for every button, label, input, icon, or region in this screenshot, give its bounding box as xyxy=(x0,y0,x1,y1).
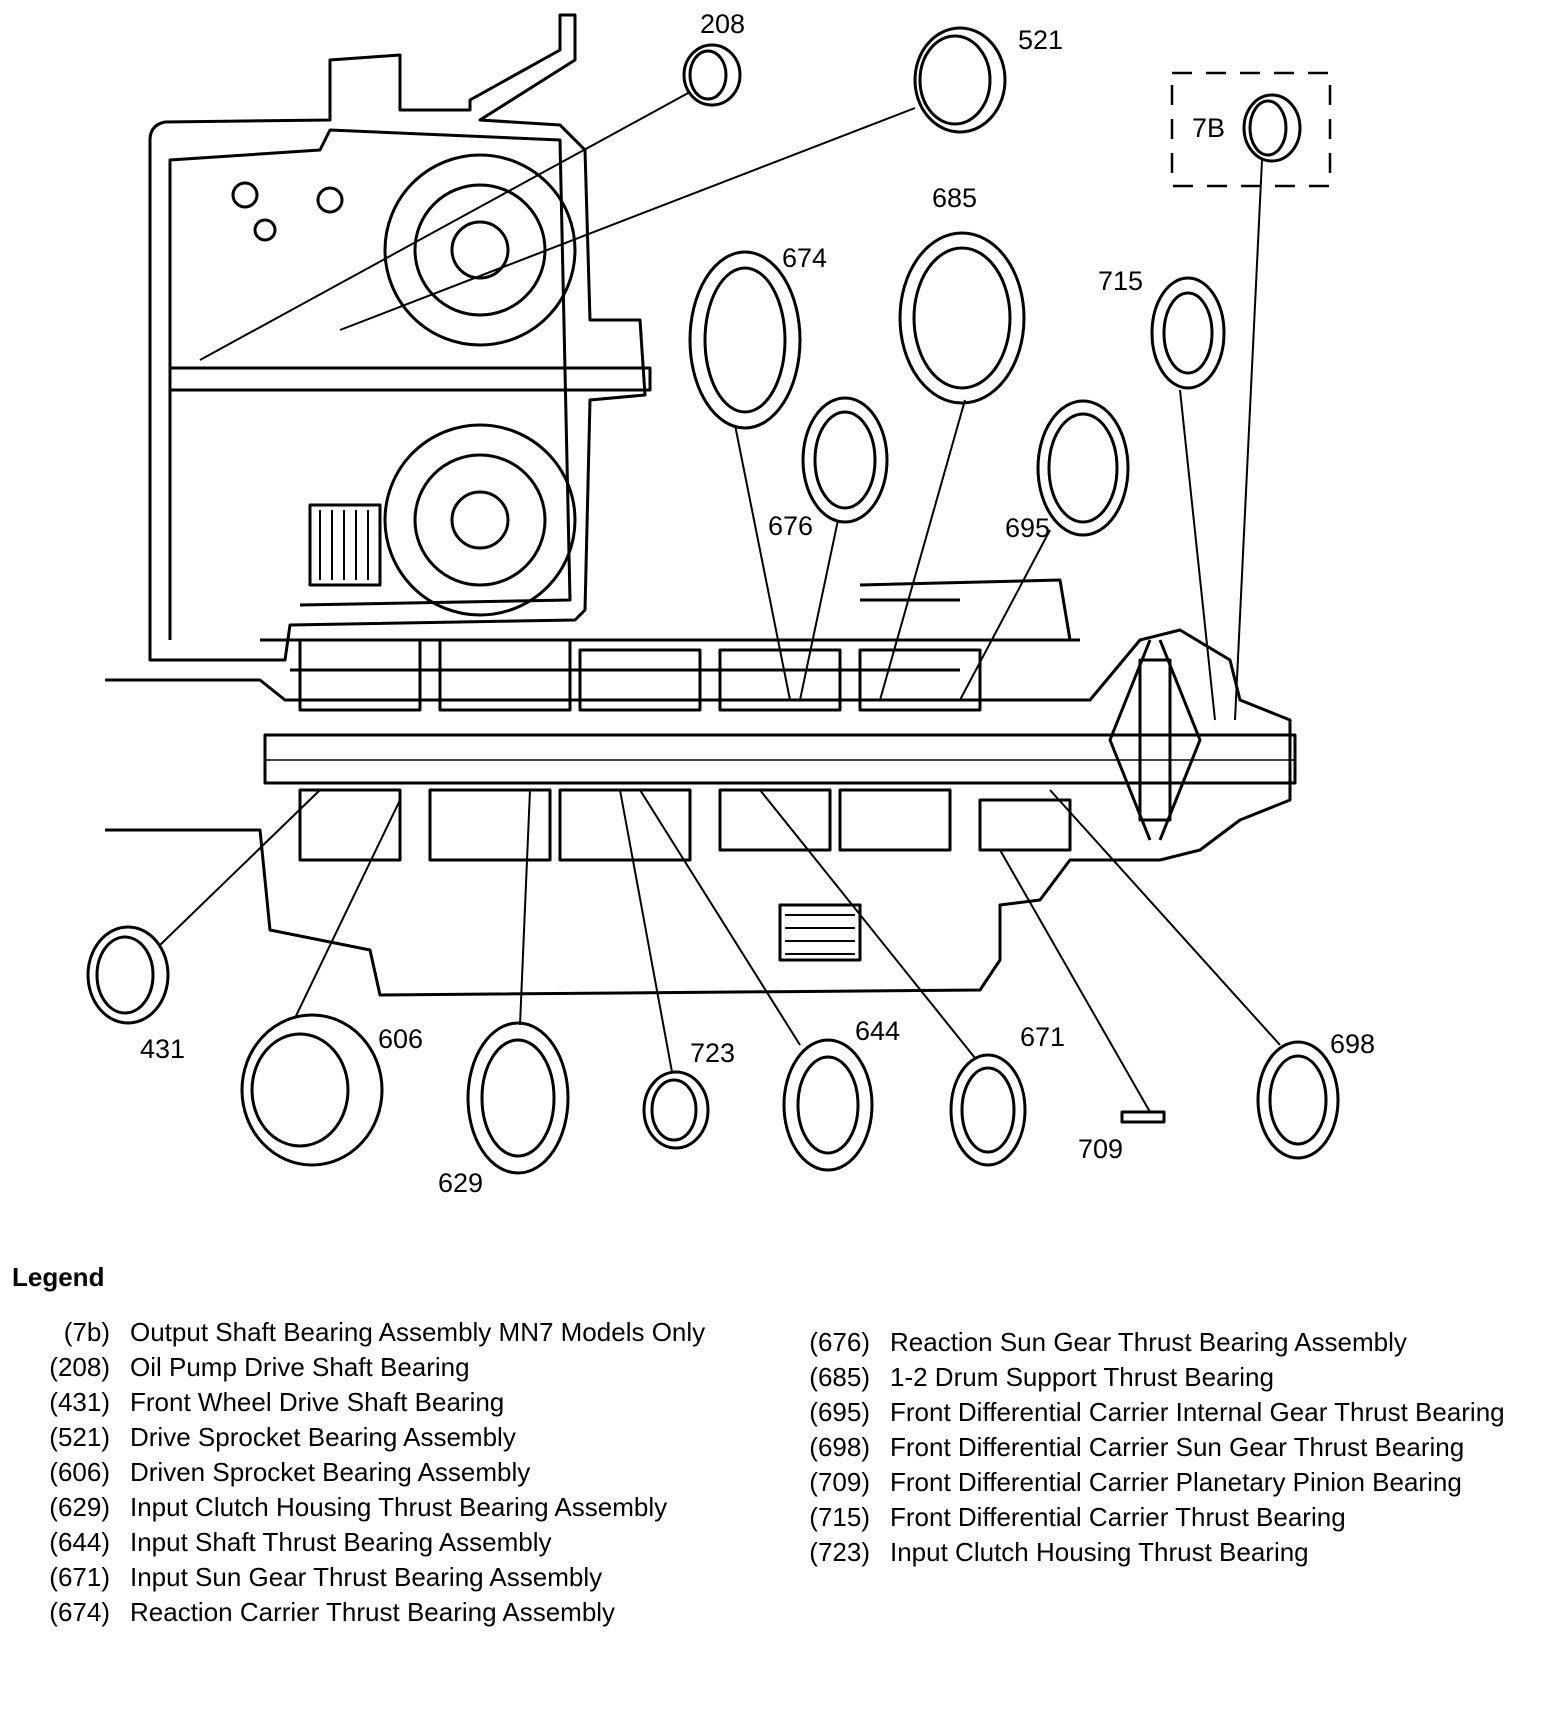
legend-number: (606) xyxy=(49,1457,110,1487)
part-698-bearing xyxy=(1256,1040,1340,1160)
part-7b-bearing xyxy=(1170,71,1332,188)
legend-description: Input Clutch Housing Thrust Bearing xyxy=(890,1537,1309,1567)
callout-521: 521 xyxy=(1018,25,1063,55)
legend-description: Front Wheel Drive Shaft Bearing xyxy=(130,1387,505,1417)
legend-entry: (7b) Output Shaft Bearing Assembly MN7 M… xyxy=(30,1318,730,1347)
part-521-bearing xyxy=(913,26,1007,134)
legend-number: (521) xyxy=(49,1422,110,1452)
legend-description: Reaction Sun Gear Thrust Bearing Assembl… xyxy=(890,1327,1407,1357)
callout-676: 676 xyxy=(768,511,813,541)
legend-entry: (709) Front Differential Carrier Planeta… xyxy=(790,1468,1530,1497)
part-723-bearing xyxy=(642,1070,710,1150)
part-629-bearing xyxy=(466,1021,570,1175)
legend-description: Drive Sprocket Bearing Assembly xyxy=(130,1422,516,1452)
part-676-bearing xyxy=(801,396,889,524)
legend-number: (431) xyxy=(49,1387,110,1417)
part-644-bearing xyxy=(782,1038,874,1172)
callout-labels: 208 521 7B 685 674 715 676 695 431 606 7… xyxy=(140,9,1375,1198)
callout-723: 723 xyxy=(690,1038,735,1068)
transmission-bearing-diagram: 208 521 7B 685 674 715 676 695 431 606 7… xyxy=(86,9,1375,1198)
legend-description: Input Sun Gear Thrust Bearing Assembly xyxy=(130,1562,603,1592)
part-606-bearing xyxy=(240,1013,384,1167)
legend-number: (698) xyxy=(809,1432,870,1462)
part-709-pin xyxy=(1120,1110,1166,1124)
legend-entry: (629) Input Clutch Housing Thrust Bearin… xyxy=(30,1493,730,1522)
callout-208: 208 xyxy=(700,9,745,39)
part-431-bearing xyxy=(86,925,170,1025)
legend-number: (685) xyxy=(809,1362,870,1392)
legend-entry: (723) Input Clutch Housing Thrust Bearin… xyxy=(790,1538,1530,1567)
callout-695: 695 xyxy=(1005,513,1050,543)
callout-7b: 7B xyxy=(1192,113,1225,143)
legend-description: Oil Pump Drive Shaft Bearing xyxy=(130,1352,470,1382)
legend-number: (7b) xyxy=(63,1317,110,1347)
legend-number: (676) xyxy=(809,1327,870,1357)
legend-entry: (685) 1-2 Drum Support Thrust Bearing xyxy=(790,1363,1530,1392)
legend-entry: (644) Input Shaft Thrust Bearing Assembl… xyxy=(30,1528,730,1557)
legend-right-column: (676) Reaction Sun Gear Thrust Bearing A… xyxy=(790,1328,1530,1573)
legend-entry: (431) Front Wheel Drive Shaft Bearing xyxy=(30,1388,730,1417)
legend-description: 1-2 Drum Support Thrust Bearing xyxy=(890,1362,1274,1392)
callout-674: 674 xyxy=(782,243,827,273)
legend-entry: (671) Input Sun Gear Thrust Bearing Asse… xyxy=(30,1563,730,1592)
part-695-bearing xyxy=(1036,399,1130,537)
callout-629: 629 xyxy=(438,1168,483,1198)
legend-description: Driven Sprocket Bearing Assembly xyxy=(130,1457,531,1487)
legend-description: Front Differential Carrier Thrust Bearin… xyxy=(890,1502,1346,1532)
callout-644: 644 xyxy=(855,1016,900,1046)
part-685-bearing xyxy=(898,231,1026,405)
callout-685: 685 xyxy=(932,183,977,213)
legend-entry: (208) Oil Pump Drive Shaft Bearing xyxy=(30,1353,730,1382)
callout-671: 671 xyxy=(1020,1022,1065,1052)
leader-lines xyxy=(159,91,1281,1113)
legend-entry: (695) Front Differential Carrier Interna… xyxy=(790,1398,1530,1427)
legend-description: Front Differential Carrier Planetary Pin… xyxy=(890,1467,1462,1497)
part-715-bearing xyxy=(1150,276,1226,390)
legend-left-column: (7b) Output Shaft Bearing Assembly MN7 M… xyxy=(30,1318,730,1633)
legend-number: (671) xyxy=(49,1562,110,1592)
legend-description: Front Differential Carrier Internal Gear… xyxy=(890,1397,1505,1427)
legend-entry: (674) Reaction Carrier Thrust Bearing As… xyxy=(30,1598,730,1627)
legend-description: Input Clutch Housing Thrust Bearing Asse… xyxy=(130,1492,668,1522)
legend-description: Reaction Carrier Thrust Bearing Assembly xyxy=(130,1597,616,1627)
legend-number: (208) xyxy=(49,1352,110,1382)
legend-entry: (698) Front Differential Carrier Sun Gea… xyxy=(790,1433,1530,1462)
legend-number: (715) xyxy=(809,1502,870,1532)
legend-description: Output Shaft Bearing Assembly MN7 Models… xyxy=(130,1317,706,1347)
legend-title: Legend xyxy=(12,1262,105,1292)
part-674-bearing xyxy=(688,250,802,430)
legend-description: Input Shaft Thrust Bearing Assembly xyxy=(130,1527,552,1557)
part-671-bearing xyxy=(949,1053,1027,1167)
legend-description: Front Differential Carrier Sun Gear Thru… xyxy=(890,1432,1465,1462)
transmission-case xyxy=(105,13,1297,997)
legend-number: (709) xyxy=(809,1467,870,1497)
part-208-bearing xyxy=(682,43,742,107)
legend-number: (644) xyxy=(49,1527,110,1557)
legend-number: (629) xyxy=(49,1492,110,1522)
callout-715: 715 xyxy=(1098,266,1143,296)
callout-431: 431 xyxy=(140,1034,185,1064)
legend-entry: (606) Driven Sprocket Bearing Assembly xyxy=(30,1458,730,1487)
legend-entry: (521) Drive Sprocket Bearing Assembly xyxy=(30,1423,730,1452)
legend-number: (695) xyxy=(809,1397,870,1427)
callout-606: 606 xyxy=(378,1024,423,1054)
legend-number: (674) xyxy=(49,1597,110,1627)
legend-entry: (715) Front Differential Carrier Thrust … xyxy=(790,1503,1530,1532)
legend-entry: (676) Reaction Sun Gear Thrust Bearing A… xyxy=(790,1328,1530,1357)
legend-number: (723) xyxy=(809,1537,870,1567)
callout-709: 709 xyxy=(1078,1134,1123,1164)
callout-698: 698 xyxy=(1330,1029,1375,1059)
